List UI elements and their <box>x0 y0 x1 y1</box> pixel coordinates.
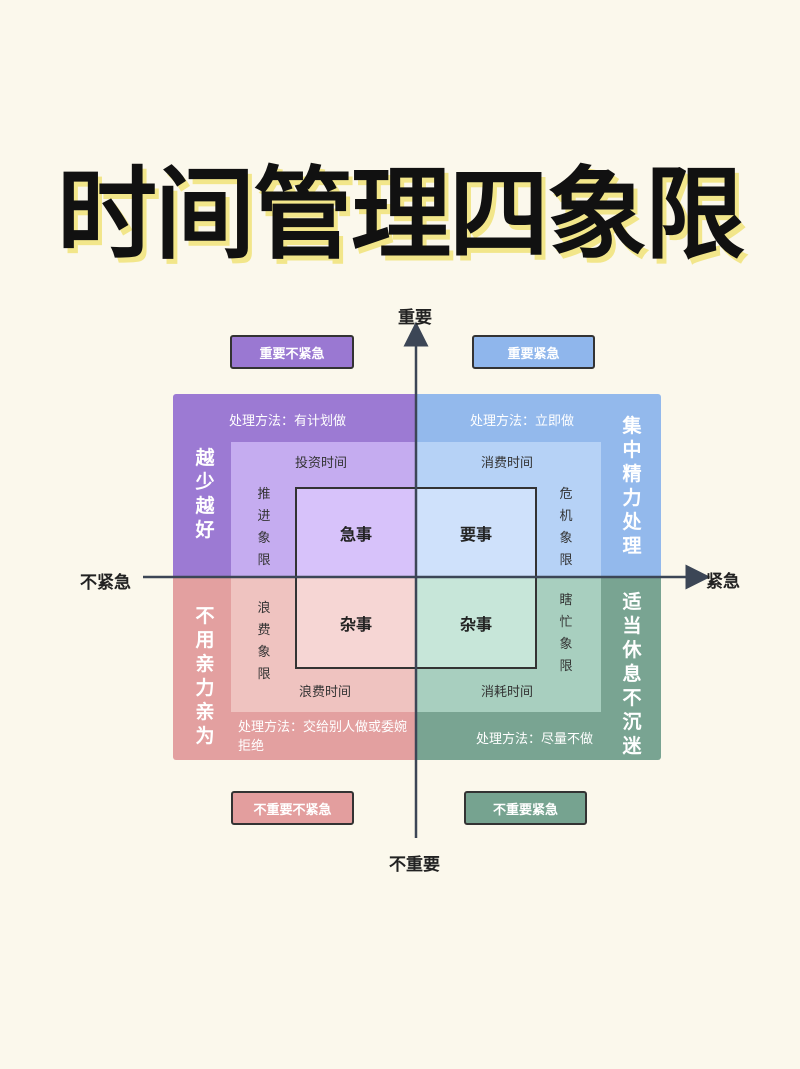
side-text-top-left: 越少越好 <box>195 447 215 541</box>
axis-label-urgent: 紧急 <box>706 572 740 592</box>
side-text-top-right: 集中精力处理 <box>622 415 642 557</box>
inner-side-top-left: 推进象限 <box>257 487 271 568</box>
axis-label-not-urgent: 不紧急 <box>80 573 131 593</box>
tag-important-urgent: 重要紧急 <box>472 335 595 369</box>
side-text-bottom-left: 不用亲力亲为 <box>195 605 215 747</box>
inner-label-bottom-right: 消耗时间 <box>481 685 534 700</box>
inner-label-bottom-left: 浪费时间 <box>299 685 352 700</box>
method-bottom-left: 处理方法：交给别人做或委婉拒绝 <box>238 720 408 754</box>
tag-unimportant-not-urgent: 不重要不紧急 <box>231 791 354 825</box>
inner-label-top-left: 投资时间 <box>295 456 348 471</box>
method-top-right: 处理方法：立即做 <box>470 414 575 429</box>
inner-side-bottom-right: 瞎忙象限 <box>559 593 573 674</box>
core-box-top-right: 要事 <box>415 487 537 578</box>
axis-label-important: 重要 <box>398 308 432 328</box>
page-title: 时间管理四象限 <box>57 156 745 273</box>
inner-side-top-right: 危机象限 <box>559 487 573 568</box>
core-box-bottom-right: 杂事 <box>415 576 537 669</box>
tag-important-not-urgent: 重要不紧急 <box>230 335 354 369</box>
inner-label-top-right: 消费时间 <box>481 456 534 471</box>
inner-side-bottom-left: 浪费象限 <box>257 601 271 682</box>
core-box-bottom-left: 杂事 <box>295 576 417 669</box>
method-bottom-right: 处理方法：尽量不做 <box>476 732 594 747</box>
tag-unimportant-urgent: 不重要紧急 <box>464 791 587 825</box>
method-top-left: 处理方法：有计划做 <box>229 414 347 429</box>
axis-label-unimportant: 不重要 <box>389 855 440 875</box>
side-text-bottom-right: 适当休息不沉迷 <box>622 591 642 757</box>
